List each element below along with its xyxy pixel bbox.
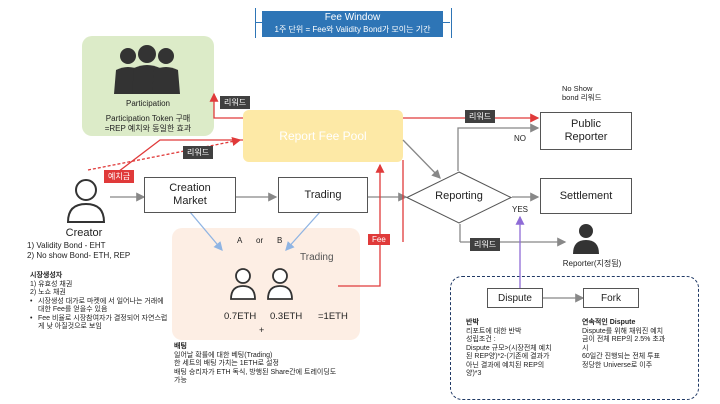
objection-line2: 성립조건 :: [466, 336, 496, 343]
participation-desc2: =REP 예치와 동일한 효과: [104, 124, 192, 133]
trading-zone: [172, 228, 360, 340]
creation-market-label: Creation Market: [169, 182, 211, 207]
objection-line6: 양)*3: [466, 370, 482, 377]
report-fee-pool-label: Report Fee Pool: [279, 129, 367, 143]
creator-line1: 1) Validity Bond - EHT: [27, 241, 106, 250]
report-fee-pool: Report Fee Pool: [243, 110, 403, 162]
betting-notes: 배팅 일어날 확률에 대한 베팅(Trading) 한 세트의 배팅 가치는 1…: [174, 343, 374, 386]
market-creator-title: 시장생성자: [30, 272, 63, 279]
reward-label-creator: 리워드: [183, 146, 214, 159]
reward-label-public: 리워드: [465, 110, 496, 123]
consecutive-line2: 금이 전체 REP의 2.5% 초과: [582, 336, 666, 343]
objection-line5: 아닌 결과에 예치된 REP의: [466, 361, 545, 369]
betting-line2: 한 세트의 배팅 가치는 1ETH로 설정: [174, 360, 279, 367]
reporting-label: Reporting: [435, 190, 483, 202]
market-creator-bullet2-text: Fee 비율로 시장참여자가 결정되어 자연스럽게 낮 아질것으로 보임: [38, 314, 168, 331]
arrow-reporting-public: [457, 123, 540, 171]
public-reporter-label: Public Reporter: [564, 118, 608, 143]
dispute-node: Dispute: [487, 288, 543, 308]
market-creator-bullet1-text: 시장생성 대가로 마켓에 서 일어나는 거래에 대한 Fee를 얻을수 있음: [38, 297, 164, 314]
option-or: or: [256, 236, 264, 245]
fee-window-title: Fee Window: [324, 12, 381, 23]
fork-label: Fork: [601, 292, 621, 304]
fee-window-label: Fee Window 1주 단위 = Fee와 Validity Bond가 모…: [262, 11, 443, 37]
consecutive-notes: 연속적인 Dispute Dispute를 위해 채워진 예치 금이 전체 RE…: [582, 319, 692, 370]
settlement-label: Settlement: [559, 190, 613, 202]
yes-label: YES: [512, 205, 529, 214]
market-creator-bullet1: •시장생성 대가로 마켓에 서 일어나는 거래에 대한 Fee를 얻을수 있음: [30, 298, 170, 315]
betting-line3: 배팅 승리자가 ETH 독식, 방행된 Share간에 트레이딩도: [174, 368, 337, 376]
consecutive-line1: Dispute를 위해 채워진 예치: [582, 327, 664, 335]
creator-line2: 2) No show Bond- ETH, REP: [27, 251, 131, 260]
creator-icon: [66, 179, 106, 223]
eth-plus: +: [259, 325, 265, 335]
people-icon: [114, 45, 180, 94]
consecutive-line4: 60일간 진행되는 전체 투표: [582, 353, 661, 360]
dispute-zone: [450, 276, 699, 400]
market-creator-item1: 1) 유효성 채권: [30, 280, 73, 288]
arrow-creator-pool: [87, 137, 242, 171]
no-show-line1: No Show: [562, 84, 593, 93]
option-b: B: [277, 236, 283, 245]
betting-title: 배팅: [174, 343, 187, 350]
arrow-pool-reporting: [402, 139, 441, 179]
arrow-pool-creator: [108, 139, 243, 179]
betting-line4: 가능: [174, 377, 187, 384]
consecutive-line5: 정당한 Universe로 이주: [582, 361, 653, 369]
public-reporter-node: Public Reporter: [540, 112, 632, 150]
eth-03: 0.3ETH: [270, 311, 303, 322]
betting-line1: 일어날 확률에 대한 베팅(Trading): [174, 351, 273, 359]
dispute-label: Dispute: [498, 292, 532, 304]
market-creator-item2: 2) 노쇼 채권: [30, 289, 66, 296]
creator-title: Creator: [65, 227, 103, 239]
arrow-trading-b: [285, 211, 321, 251]
fee-window: [255, 8, 452, 38]
reward-label-reporter: 리워드: [470, 238, 501, 251]
arrow-creation-a: [189, 211, 223, 251]
participation-label: Participation: [125, 99, 171, 108]
objection-line1: 리포트에 대한 반박: [466, 327, 522, 335]
participation-desc: Participation Token 구매 =REP 예치와 동일한 효과: [82, 114, 214, 134]
reporter-icon: [573, 224, 599, 254]
eth-07: 0.7ETH: [224, 311, 257, 322]
option-a: A: [237, 236, 243, 245]
no-show-line2: bond 리워드: [562, 93, 602, 102]
objection-notes: 반박 리포트에 대한 반박 성립조건 : Dispute 규모>(시장전체 예치…: [466, 319, 576, 379]
reward-label-participation: 리워드: [220, 96, 251, 109]
settlement-node: Settlement: [540, 178, 632, 214]
no-show-label: No Show bond 리워드: [562, 84, 601, 102]
participation-desc1: Participation Token 구매: [105, 114, 191, 123]
consecutive-title: 연속적인 Dispute: [582, 319, 636, 326]
arrow-trading-fee: [338, 163, 385, 287]
arrow-pool-participation: [209, 92, 243, 119]
trading-zone-label: Trading: [300, 252, 334, 263]
consecutive-line3: 시: [582, 344, 589, 352]
market-creator-bullet2: •Fee 비율로 시장참여자가 결정되어 자연스럽게 낮 아질것으로 보임: [30, 315, 170, 332]
fee-label: Fee: [368, 234, 390, 245]
reporter-label: Reporter(지정됨): [562, 259, 622, 268]
eth-total: =1ETH: [318, 311, 348, 322]
trader-b-icon: [267, 268, 293, 300]
trading-node-label: Trading: [304, 189, 342, 201]
reporting-diamond: [406, 171, 512, 224]
trading-node: Trading: [278, 177, 368, 213]
no-label: NO: [514, 134, 526, 143]
deposit-label: 예치금: [104, 170, 135, 183]
fee-window-subtitle: 1주 단위 = Fee와 Validity Bond가 모이는 기간: [274, 25, 431, 34]
fork-node: Fork: [583, 288, 639, 308]
objection-line4: 된 REP양)*2-(기존에 결과가: [466, 353, 550, 360]
trader-a-icon: [230, 268, 256, 300]
creation-market-node: Creation Market: [144, 177, 236, 213]
objection-line3: Dispute 규모>(시장전체 예치: [466, 344, 552, 352]
market-creator-notes: 시장생성자 1) 유효성 채권 2) 노쇼 채권 •시장생성 대가로 마켓에 서…: [30, 272, 170, 332]
objection-title: 반박: [466, 319, 479, 326]
